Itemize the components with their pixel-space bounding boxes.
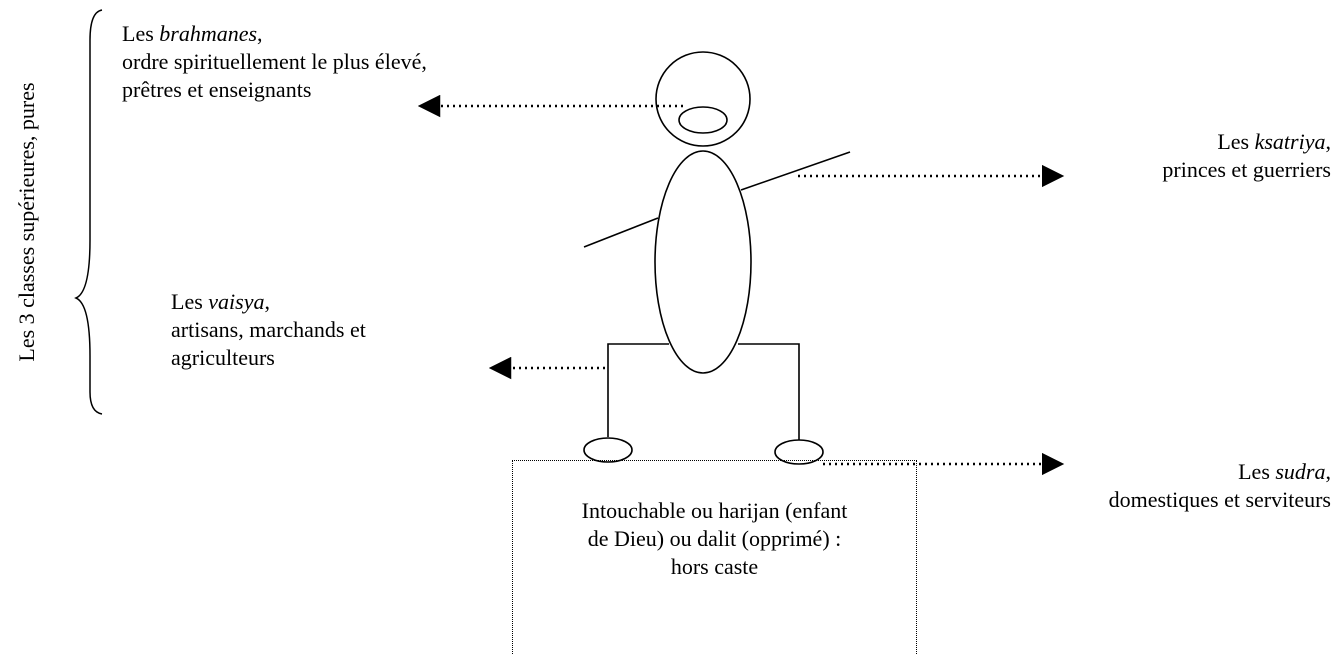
brahmanes-label: Les brahmanes, ordre spirituellement le … [122, 21, 427, 102]
vaisya-name: vaisya [208, 289, 265, 314]
ksatriya-name: ksatriya [1254, 129, 1326, 154]
figure-arm-left [583, 217, 659, 248]
figure-leg-left [607, 343, 669, 437]
sudra-label: Les sudra, domestiques et serviteurs [1108, 459, 1331, 512]
outcast-line-1: Intouchable ou harijan (enfant [581, 498, 848, 523]
outcast-line-3: hors caste [670, 554, 759, 579]
outcast-line-2: de Dieu) ou dalit (opprimé) : [587, 526, 842, 551]
ksatriya-label: Les ksatriya, princes et guerriers [1162, 129, 1331, 182]
vaisya-label: Les vaisya, artisans, marchands et agric… [171, 289, 366, 370]
figure-arm-right [740, 151, 851, 191]
brahmanes-description: ordre spirituellement le plus élevé, [122, 49, 427, 74]
left-curly-brace [74, 9, 103, 415]
vaisya-roles: artisans, marchands et [171, 317, 366, 342]
vaisya-roles-cont: agriculteurs [171, 345, 275, 370]
upper-classes-label: Les 3 classes supérieures, pures [14, 82, 39, 362]
ksatriya-roles: princes et guerriers [1162, 157, 1331, 182]
figure-body [654, 150, 752, 374]
sudra-name: sudra [1275, 459, 1326, 484]
figure-mouth [678, 106, 728, 134]
figure-leg-right [738, 343, 800, 440]
brahmanes-name: brahmanes [159, 21, 258, 46]
outcast-box: Intouchable ou harijan (enfant de Dieu) … [512, 460, 917, 654]
figure-foot-left [583, 437, 633, 463]
figure-head [655, 51, 751, 147]
sudra-roles: domestiques et serviteurs [1108, 487, 1331, 512]
brahmanes-roles: prêtres et enseignants [122, 77, 312, 102]
figure-foot-right [774, 439, 824, 465]
